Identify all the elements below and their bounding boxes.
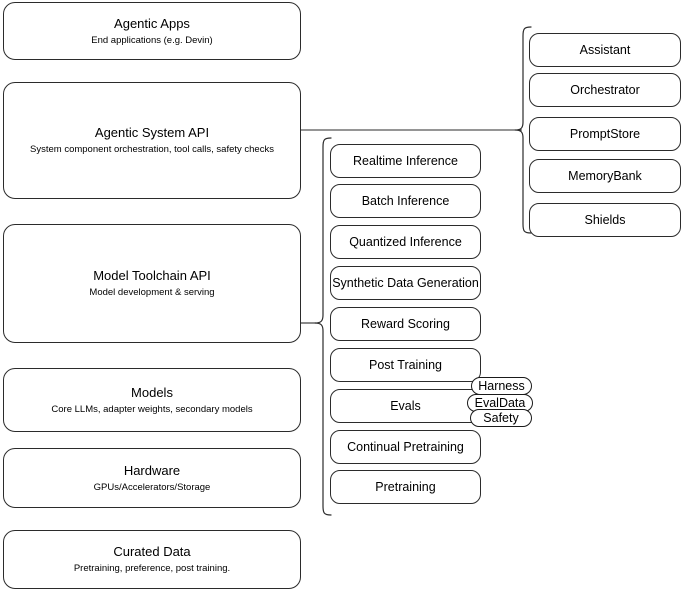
layer-box-agentic-system-api[interactable]: Agentic System API System component orch… — [3, 82, 301, 199]
layer-title: Hardware — [123, 462, 181, 478]
capability-box-pretraining[interactable]: Pretraining — [330, 470, 481, 504]
layer-box-model-toolchain-api[interactable]: Model Toolchain API Model development & … — [3, 224, 301, 343]
component-box-promptstore[interactable]: PromptStore — [529, 117, 681, 151]
layer-title: Agentic Apps — [114, 15, 190, 31]
capability-box-evals[interactable]: Evals — [330, 389, 481, 423]
capability-label: Reward Scoring — [361, 316, 450, 331]
capability-label: Synthetic Data Generation — [332, 275, 479, 290]
layer-title: Curated Data — [113, 544, 191, 559]
capability-label: Quantized Inference — [349, 234, 462, 249]
layer-subtitle: Core LLMs, adapter weights, secondary mo… — [51, 403, 253, 415]
capability-box-reward-scoring[interactable]: Reward Scoring — [330, 307, 481, 341]
component-label: MemoryBank — [568, 168, 642, 183]
capability-box-synthetic-data-generation[interactable]: Synthetic Data Generation — [330, 266, 481, 300]
component-box-orchestrator[interactable]: Orchestrator — [529, 73, 681, 107]
layer-subtitle: End applications (e.g. Devin) — [91, 34, 213, 46]
layer-box-agentic-apps[interactable]: Agentic Apps End applications (e.g. Devi… — [3, 2, 301, 60]
component-label: Assistant — [579, 42, 631, 57]
layer-box-curated-data[interactable]: Curated Data Pretraining, preference, po… — [3, 530, 301, 589]
layer-subtitle: Pretraining, preference, post training. — [73, 563, 231, 574]
component-label: PromptStore — [569, 126, 641, 141]
layer-subtitle: GPUs/Accelerators/Storage — [93, 481, 211, 493]
capability-box-quantized-inference[interactable]: Quantized Inference — [330, 225, 481, 259]
layer-title: Models — [131, 384, 173, 400]
capability-box-continual-pretraining[interactable]: Continual Pretraining — [330, 430, 481, 464]
evals-pill-label: Harness — [478, 378, 525, 393]
capability-label: Batch Inference — [361, 193, 450, 208]
evals-pill-harness[interactable]: Harness — [471, 377, 532, 395]
capability-label: Evals — [390, 398, 421, 413]
component-box-memorybank[interactable]: MemoryBank — [529, 159, 681, 193]
capability-box-realtime-inference[interactable]: Realtime Inference — [330, 144, 481, 178]
layer-subtitle: System component orchestration, tool cal… — [30, 144, 274, 155]
layer-title: Agentic System API — [94, 125, 210, 140]
capability-label: Realtime Inference — [353, 153, 458, 168]
layer-box-hardware[interactable]: Hardware GPUs/Accelerators/Storage — [3, 448, 301, 508]
capability-label: Post Training — [369, 357, 442, 372]
evals-pill-label: EvalData — [474, 395, 526, 410]
component-box-shields[interactable]: Shields — [529, 203, 681, 237]
layer-subtitle: Model development & serving — [89, 287, 215, 298]
connector-model-toolchain-api-to-capabilities — [300, 314, 324, 332]
capability-box-batch-inference[interactable]: Batch Inference — [330, 184, 481, 218]
capability-box-post-training[interactable]: Post Training — [330, 348, 481, 382]
evals-pill-label: Safety — [483, 410, 519, 425]
capability-label: Continual Pretraining — [347, 439, 464, 454]
capability-label: Pretraining — [375, 479, 436, 494]
component-box-assistant[interactable]: Assistant — [529, 33, 681, 67]
component-label: Orchestrator — [570, 82, 640, 97]
evals-pill-safety[interactable]: Safety — [470, 409, 532, 427]
layer-box-models[interactable]: Models Core LLMs, adapter weights, secon… — [3, 368, 301, 432]
layer-title: Model Toolchain API — [93, 268, 211, 283]
connector-agentic-system-api-to-components — [300, 120, 530, 140]
component-label: Shields — [584, 212, 626, 227]
